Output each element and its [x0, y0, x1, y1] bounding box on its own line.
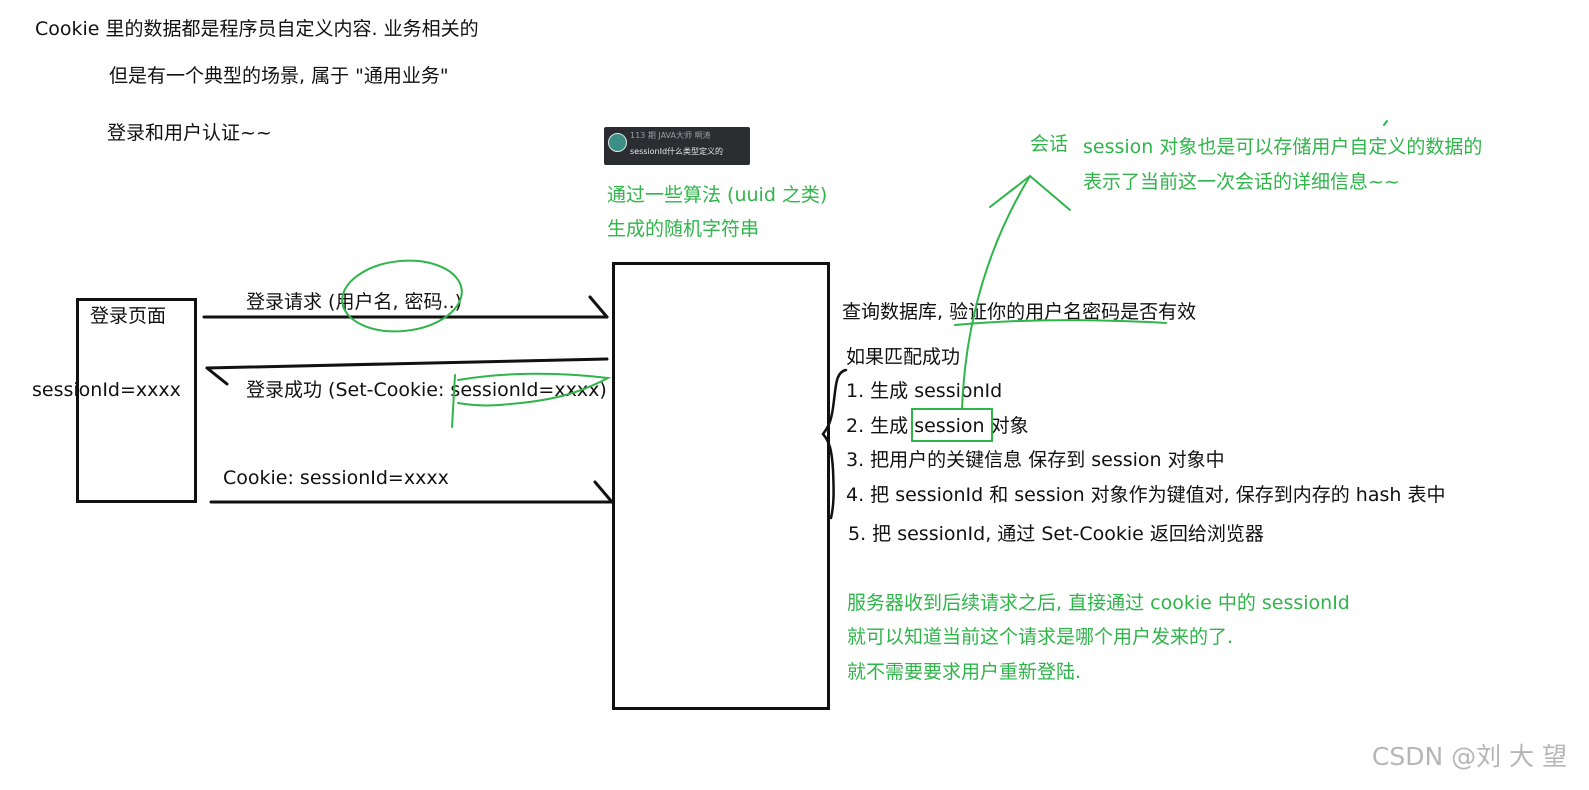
followup-line-3: 就不需要要求用户重新登陆.: [847, 661, 1082, 683]
note-line-1: Cookie 里的数据都是程序员自定义内容. 业务相关的: [35, 18, 479, 40]
session-pointer-line: [961, 175, 1031, 410]
step-2: 2. 生成 session 对象: [846, 415, 1029, 437]
client-cookie-value: sessionId=xxxx: [32, 379, 181, 401]
session-highlight-box: [911, 408, 993, 442]
session-tag-tick: [1383, 120, 1388, 126]
request-arrow: [202, 295, 609, 319]
credentials-underline: [954, 319, 1167, 326]
session-note-line-1: session 对象也是可以存储用户自定义的数据的: [1083, 136, 1483, 158]
sessionid-highlight: [457, 372, 612, 407]
step-if-match: 如果匹配成功: [846, 346, 961, 368]
chat-toast: 113 期 JAVA大师 啊涛 sessionId什么类型定义的: [604, 127, 750, 165]
response-arrow: [205, 357, 609, 386]
toast-meta: 113 期 JAVA大师 啊涛: [630, 131, 711, 140]
client-title: 登录页面: [90, 305, 167, 327]
session-tag: 会话: [1030, 133, 1069, 155]
response-label: 登录成功 (Set-Cookie: sessionId=xxxx): [246, 379, 607, 401]
session-pointer-arrowhead: [989, 174, 1071, 211]
session-note-line-2: 表示了当前这一次会话的详细信息~~: [1083, 171, 1400, 193]
server-box: [612, 262, 830, 710]
note-line-2: 但是有一个典型的场景, 属于 "通用业务": [109, 65, 449, 87]
step-5: 5. 把 sessionId, 通过 Set-Cookie 返回给浏览器: [848, 523, 1264, 545]
response-origin-mark: [451, 374, 456, 428]
note-line-3: 登录和用户认证~~: [107, 122, 272, 144]
uuid-note-line-1: 通过一些算法 (uuid 之类): [607, 184, 828, 206]
csdn-watermark: CSDN @刘 大 望: [1371, 742, 1567, 771]
client-box: [76, 298, 197, 503]
step-3: 3. 把用户的关键信息 保存到 session 对象中: [846, 449, 1225, 471]
cookie-arrow: [209, 480, 614, 504]
cookie-label: Cookie: sessionId=xxxx: [223, 467, 449, 489]
step-query: 查询数据库, 验证你的用户名密码是否有效: [842, 301, 1197, 323]
followup-line-1: 服务器收到后续请求之后, 直接通过 cookie 中的 sessionId: [847, 592, 1350, 614]
credentials-circle: [341, 259, 463, 333]
uuid-note-line-2: 生成的随机字符串: [607, 218, 760, 240]
toast-message: sessionId什么类型定义的: [630, 147, 724, 156]
step-4: 4. 把 sessionId 和 session 对象作为键值对, 保存到内存的…: [846, 484, 1446, 506]
followup-line-2: 就可以知道当前这个请求是哪个用户发来的了.: [847, 626, 1234, 648]
steps-brace: [821, 368, 848, 520]
user-avatar-icon: [608, 133, 627, 152]
request-label: 登录请求 (用户名, 密码..): [246, 291, 463, 313]
